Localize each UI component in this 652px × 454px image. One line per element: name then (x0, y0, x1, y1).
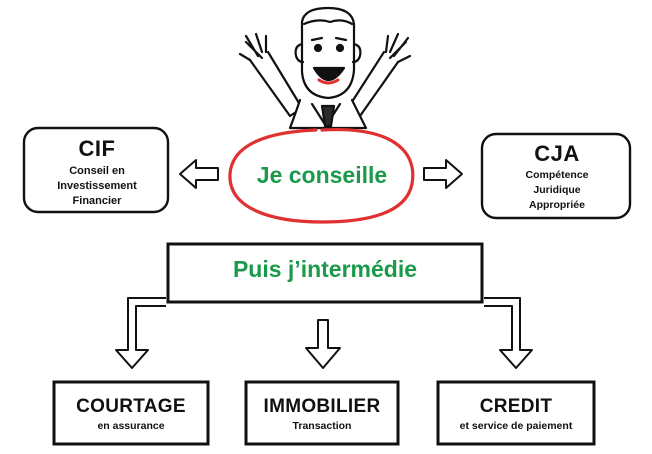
courtage-subtitle: en assurance (97, 420, 165, 432)
cja-line-2: Juridique (533, 184, 581, 196)
cif-line-2: Investissement (57, 180, 137, 192)
cif-description: Conseil en Investissement Financier (26, 164, 168, 209)
cif-box (22, 126, 170, 214)
cja-line-3: Appropriée (528, 199, 585, 211)
cif-line-3: Financier (72, 195, 122, 207)
cja-box (480, 132, 632, 220)
immobilier-title: IMMOBILIER (263, 396, 381, 417)
arrow-down-center-icon (305, 319, 341, 369)
intermediation-box (166, 242, 484, 304)
immobilier-box (244, 380, 400, 446)
arrow-down-left-icon (115, 297, 166, 369)
credit-box (436, 380, 596, 446)
center-red-circle (228, 127, 415, 224)
cja-title: CJA (534, 141, 580, 166)
cif-title: CIF (78, 136, 116, 161)
arrow-down-right-icon (484, 297, 533, 369)
center-label: Je conseille (256, 162, 388, 188)
arrow-left-icon (179, 159, 219, 189)
arrow-right-icon (423, 159, 463, 189)
courtage-title: COURTAGE (76, 396, 186, 417)
cif-line-1: Conseil en (69, 165, 125, 177)
credit-subtitle: et service de paiement (459, 420, 573, 432)
courtage-box (52, 380, 210, 446)
cja-line-1: Compétence (525, 169, 589, 181)
cja-description: Compétence Juridique Appropriée (484, 168, 630, 213)
immobilier-subtitle: Transaction (292, 420, 352, 432)
credit-title: CREDIT (479, 396, 553, 417)
advisor-character (238, 6, 412, 130)
intermediation-label: Puis j’intermédie (232, 256, 418, 282)
